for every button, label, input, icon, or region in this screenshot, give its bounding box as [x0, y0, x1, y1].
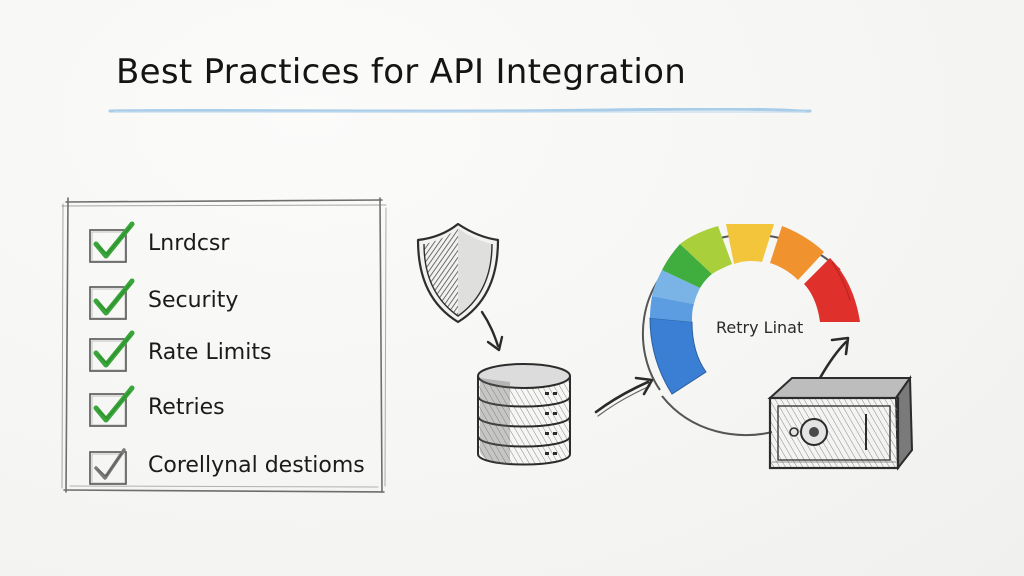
checkbox-checked-icon: [89, 221, 135, 263]
checklist-item[interactable]: Retries: [86, 384, 225, 430]
arrow-icon: [594, 376, 654, 417]
checkbox-checked-icon: [89, 278, 135, 320]
checklist-frame: [61, 197, 387, 493]
shield-icon: [416, 222, 500, 324]
title-underline: [108, 108, 812, 113]
safe-icon: [767, 374, 914, 471]
page-title: Best Practices for API Integration: [116, 52, 687, 92]
gauge-icon: [642, 224, 860, 437]
gauge-label: Retry Linat: [716, 318, 804, 337]
checklist-item-label: Lnrdcsr: [148, 230, 230, 256]
checklist-item[interactable]: Rate Limits: [86, 329, 271, 375]
checklist-item[interactable]: Security: [86, 277, 238, 323]
arrow-icon: [818, 336, 850, 380]
checklist-item[interactable]: Lnrdcsr: [86, 220, 229, 266]
checkbox-checked-icon: [89, 385, 135, 427]
checklist-item-label: Retries: [148, 394, 225, 420]
checklist-item-label: Rate Limits: [148, 339, 272, 365]
checkbox-checked-icon: [89, 448, 127, 485]
database-icon: [477, 363, 571, 466]
checklist-item-label: Corellynal destioms: [148, 452, 365, 478]
arrow-icon: [480, 310, 504, 352]
api-flow-diagram: [416, 222, 914, 471]
checklist-item-label: Security: [148, 287, 239, 313]
checkbox-checked-icon: [89, 330, 135, 372]
checklist-item[interactable]: Corellynal destioms: [86, 442, 365, 488]
